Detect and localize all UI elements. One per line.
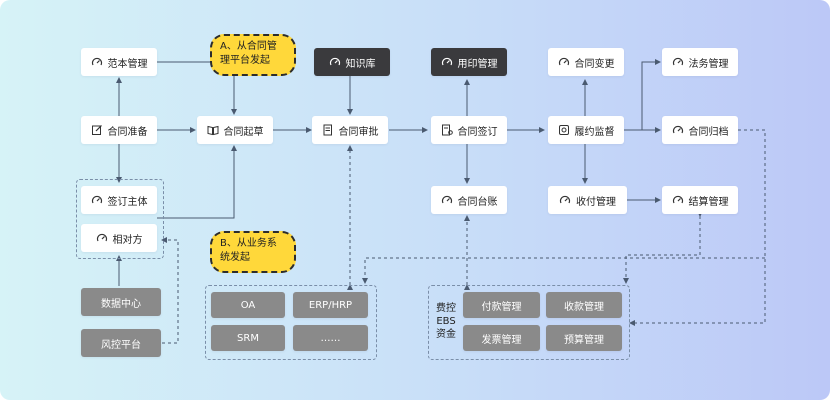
node-contract-draft[interactable]: 合同起草: [197, 116, 273, 144]
label: 相对方: [112, 234, 143, 246]
node-contract-sign[interactable]: 合同签订: [431, 116, 507, 144]
node-legal-mgmt[interactable]: 法务管理: [662, 48, 738, 76]
label: OA: [240, 299, 256, 311]
node-sign-subject[interactable]: 签订主体: [81, 186, 157, 214]
label: 合同起草: [223, 126, 264, 138]
gauge-icon: [558, 56, 570, 68]
label: 合同变更: [574, 58, 615, 70]
gauge-icon: [441, 194, 453, 206]
edge-archive-systems: [362, 257, 765, 284]
label: 数据中心: [101, 298, 141, 310]
label: 合同签订: [457, 126, 498, 138]
edge-archive-finance: [629, 129, 766, 326]
note-b: B、从业务系统发起: [210, 231, 296, 273]
finance-invoice[interactable]: 发票管理: [463, 325, 540, 351]
node-counterparty[interactable]: 相对方: [81, 224, 157, 252]
node-risk-platform[interactable]: 风控平台: [81, 329, 161, 357]
node-template-mgmt[interactable]: 范本管理: [81, 48, 157, 76]
label: 履约监督: [574, 126, 615, 138]
label: 合同归档: [688, 126, 729, 138]
label: 付款管理: [481, 301, 522, 313]
edit-icon: [91, 124, 103, 136]
node-payment-mgmt[interactable]: 收付管理: [548, 186, 627, 214]
book-icon: [207, 124, 219, 136]
label: 预算管理: [564, 334, 604, 346]
label: 收付管理: [576, 196, 616, 208]
monitor-icon: [558, 124, 570, 136]
gauge-icon: [672, 56, 684, 68]
system-more[interactable]: ……: [293, 325, 368, 351]
node-data-center[interactable]: 数据中心: [81, 288, 161, 316]
node-knowledge-base[interactable]: 知识库: [314, 48, 390, 76]
note-a-text: A、从合同管理平台发起: [220, 41, 277, 66]
finance-budget[interactable]: 预算管理: [546, 325, 622, 351]
finance-payment[interactable]: 付款管理: [463, 292, 540, 318]
node-contract-change[interactable]: 合同变更: [548, 48, 624, 76]
system-srm[interactable]: SRM: [211, 325, 285, 351]
system-erp-hrp[interactable]: ERP/HRP: [293, 292, 368, 318]
label: 合同台账: [457, 196, 498, 208]
note-a: A、从合同管理平台发起: [210, 34, 296, 76]
gauge-icon: [672, 124, 684, 136]
gauge-icon: [672, 194, 684, 206]
label: 知识库: [345, 58, 376, 70]
gauge-icon: [91, 194, 103, 206]
label: 合同准备: [107, 126, 148, 138]
system-oa[interactable]: OA: [211, 292, 285, 318]
label: 签订主体: [107, 196, 148, 208]
document-check-icon: [322, 124, 334, 136]
label: 合同审批: [338, 126, 379, 138]
label: 风控平台: [101, 339, 141, 351]
edge-monitor-legal: [641, 59, 661, 130]
gauge-icon: [329, 56, 341, 68]
edge-settlement-finance: [623, 211, 703, 284]
finance-receipt[interactable]: 收款管理: [546, 292, 622, 318]
gauge-icon: [91, 56, 103, 68]
finance-systems-group: [428, 285, 630, 360]
document-sign-icon: [441, 124, 453, 136]
node-contract-archive[interactable]: 合同归档: [662, 116, 738, 144]
subject-group: [76, 179, 164, 259]
label: SRM: [237, 332, 259, 344]
finance-label-text: 费控 EBS 资金: [436, 303, 456, 340]
label: ……: [320, 332, 341, 344]
label: 发票管理: [481, 334, 522, 346]
finance-systems-label: 费控 EBS 资金: [433, 302, 459, 341]
edge-subject-draft: [157, 145, 237, 219]
node-settlement-mgmt[interactable]: 结算管理: [662, 186, 738, 214]
label: 收款管理: [564, 301, 604, 313]
node-contract-prep[interactable]: 合同准备: [81, 116, 157, 144]
node-contract-ledger[interactable]: 合同台账: [431, 186, 507, 214]
label: 法务管理: [688, 58, 729, 70]
label: 结算管理: [688, 196, 729, 208]
label: ERP/HRP: [308, 299, 353, 311]
gauge-icon: [96, 232, 108, 244]
label: 用印管理: [457, 58, 498, 70]
label: 范本管理: [107, 58, 148, 70]
node-seal-mgmt[interactable]: 用印管理: [431, 48, 507, 76]
gauge-icon: [559, 194, 571, 206]
node-performance-monitor[interactable]: 履约监督: [548, 116, 624, 144]
note-b-text: B、从业务系统发起: [220, 238, 277, 263]
business-systems-group: [205, 285, 377, 360]
gauge-icon: [441, 56, 453, 68]
edge-risk-counterparty: [161, 237, 179, 344]
node-contract-approval[interactable]: 合同审批: [312, 116, 388, 144]
